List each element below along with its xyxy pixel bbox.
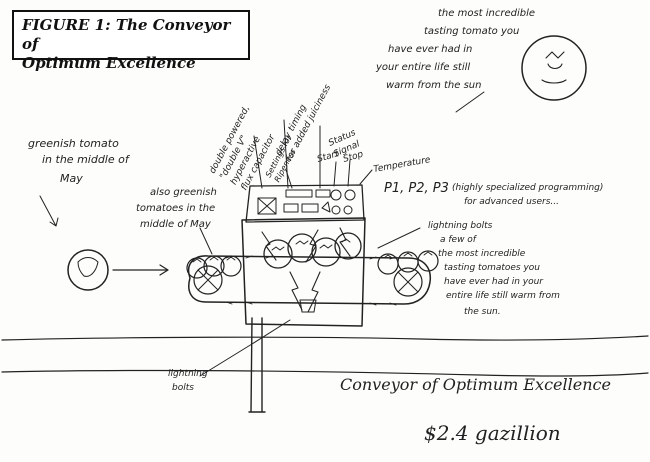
caption-conveyor: Conveyor of Optimum Excellence: [340, 375, 611, 394]
belt-tomatoes-right: [377, 250, 439, 275]
figure-title-box: FIGURE 1: The Conveyor of Optimum Excell…: [12, 10, 250, 72]
figure-title-line2: Optimum Excellence: [22, 54, 196, 72]
floor-lines: [1, 335, 649, 377]
greenish-tomato-left: [67, 249, 169, 291]
figure-title-line1: FIGURE 1: The Conveyor of: [22, 16, 231, 53]
label-top-right: the most incredible tasting tomato you h…: [375, 8, 538, 91]
lightning-bolts: [261, 227, 351, 313]
label-programs: P1, P2, P3: [384, 181, 449, 196]
conveyor-belt: [187, 255, 432, 306]
leader-lines: [39, 91, 485, 377]
machine-body: [241, 184, 366, 327]
label-greenish-belt: also greenish tomatoes in the middle of …: [136, 187, 220, 230]
ripe-tomato-top-right: [521, 35, 587, 101]
belt-tomatoes-left: [186, 255, 242, 279]
price-label: $2.4 gazillion: [424, 421, 561, 445]
machine-tomatoes: [263, 232, 362, 269]
label-lightning-bottom: lightning bolts: [168, 369, 210, 393]
label-temperature: Temperature: [373, 155, 432, 175]
support-leg: [248, 317, 266, 413]
label-greenish-left: greenish tomato in the middle of May: [28, 137, 132, 185]
label-programs-note: (highly specialized programming) for adv…: [452, 183, 606, 207]
label-lightning-right: lightning bolts a few of the most incred…: [428, 221, 563, 317]
